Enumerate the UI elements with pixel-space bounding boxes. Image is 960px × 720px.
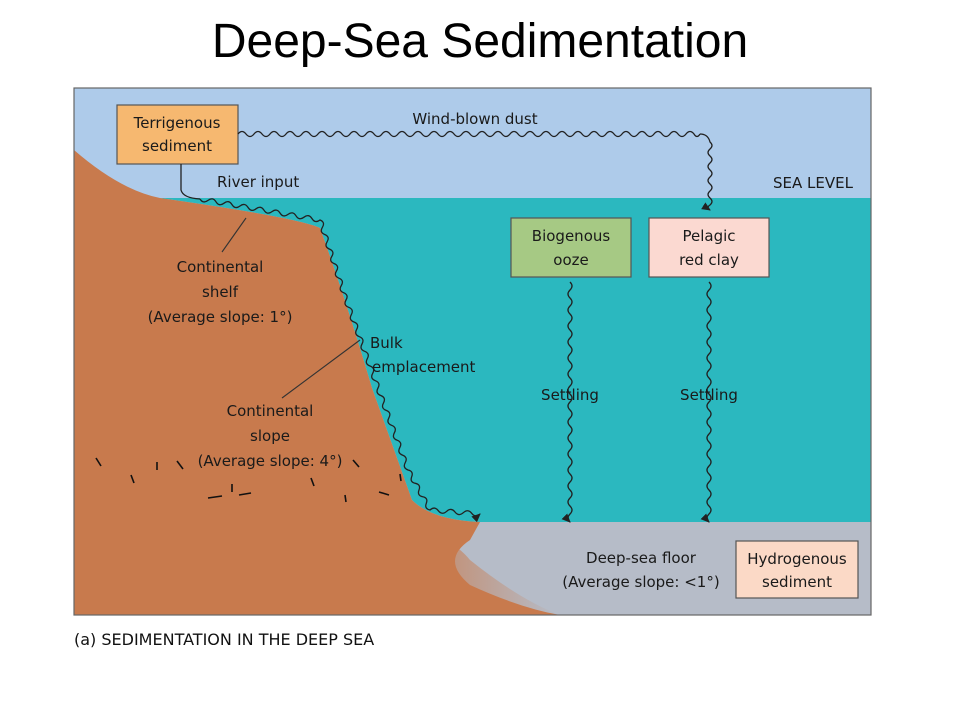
hydrogenous-box: Hydrogenous sediment [736, 541, 858, 598]
hydrogenous-label-line2: sediment [762, 573, 832, 591]
river-input-label: River input [217, 173, 299, 191]
sea-level-label: SEA LEVEL [773, 174, 854, 192]
slope-label-line3: (Average slope: 4°) [198, 452, 343, 470]
pelagic-box: Pelagic red clay [649, 218, 769, 277]
settling-label-1: Settling [541, 386, 599, 404]
figure-caption: (a) SEDIMENTATION IN THE DEEP SEA [74, 630, 374, 649]
diagram-frame [74, 88, 871, 615]
deep-sea-floor-label-line1: Deep-sea floor [586, 549, 697, 567]
shelf-label-line3: (Average slope: 1°) [148, 308, 293, 326]
settling-label-2: Settling [680, 386, 738, 404]
hydrogenous-label-line1: Hydrogenous [747, 550, 847, 568]
shelf-label-line2: shelf [202, 283, 239, 301]
terrigenous-label-line1: Terrigenous [133, 114, 221, 132]
terrigenous-label-line2: sediment [142, 137, 212, 155]
pelagic-label-line2: red clay [679, 251, 739, 269]
pelagic-label-line1: Pelagic [682, 227, 735, 245]
shelf-label-line1: Continental [177, 258, 264, 276]
slope-label-line1: Continental [227, 402, 314, 420]
deep-sea-floor-label-line2: (Average slope: <1°) [562, 573, 719, 591]
slope-label-line2: slope [250, 427, 290, 445]
bulk-label-line2: emplacement [372, 358, 476, 376]
bulk-label-line1: Bulk [370, 334, 403, 352]
biogenous-label-line2: ooze [553, 251, 588, 269]
biogenous-box: Biogenous ooze [511, 218, 631, 277]
biogenous-label-line1: Biogenous [532, 227, 611, 245]
wind-blown-dust-label: Wind-blown dust [412, 110, 537, 128]
terrigenous-box: Terrigenous sediment [117, 105, 238, 164]
